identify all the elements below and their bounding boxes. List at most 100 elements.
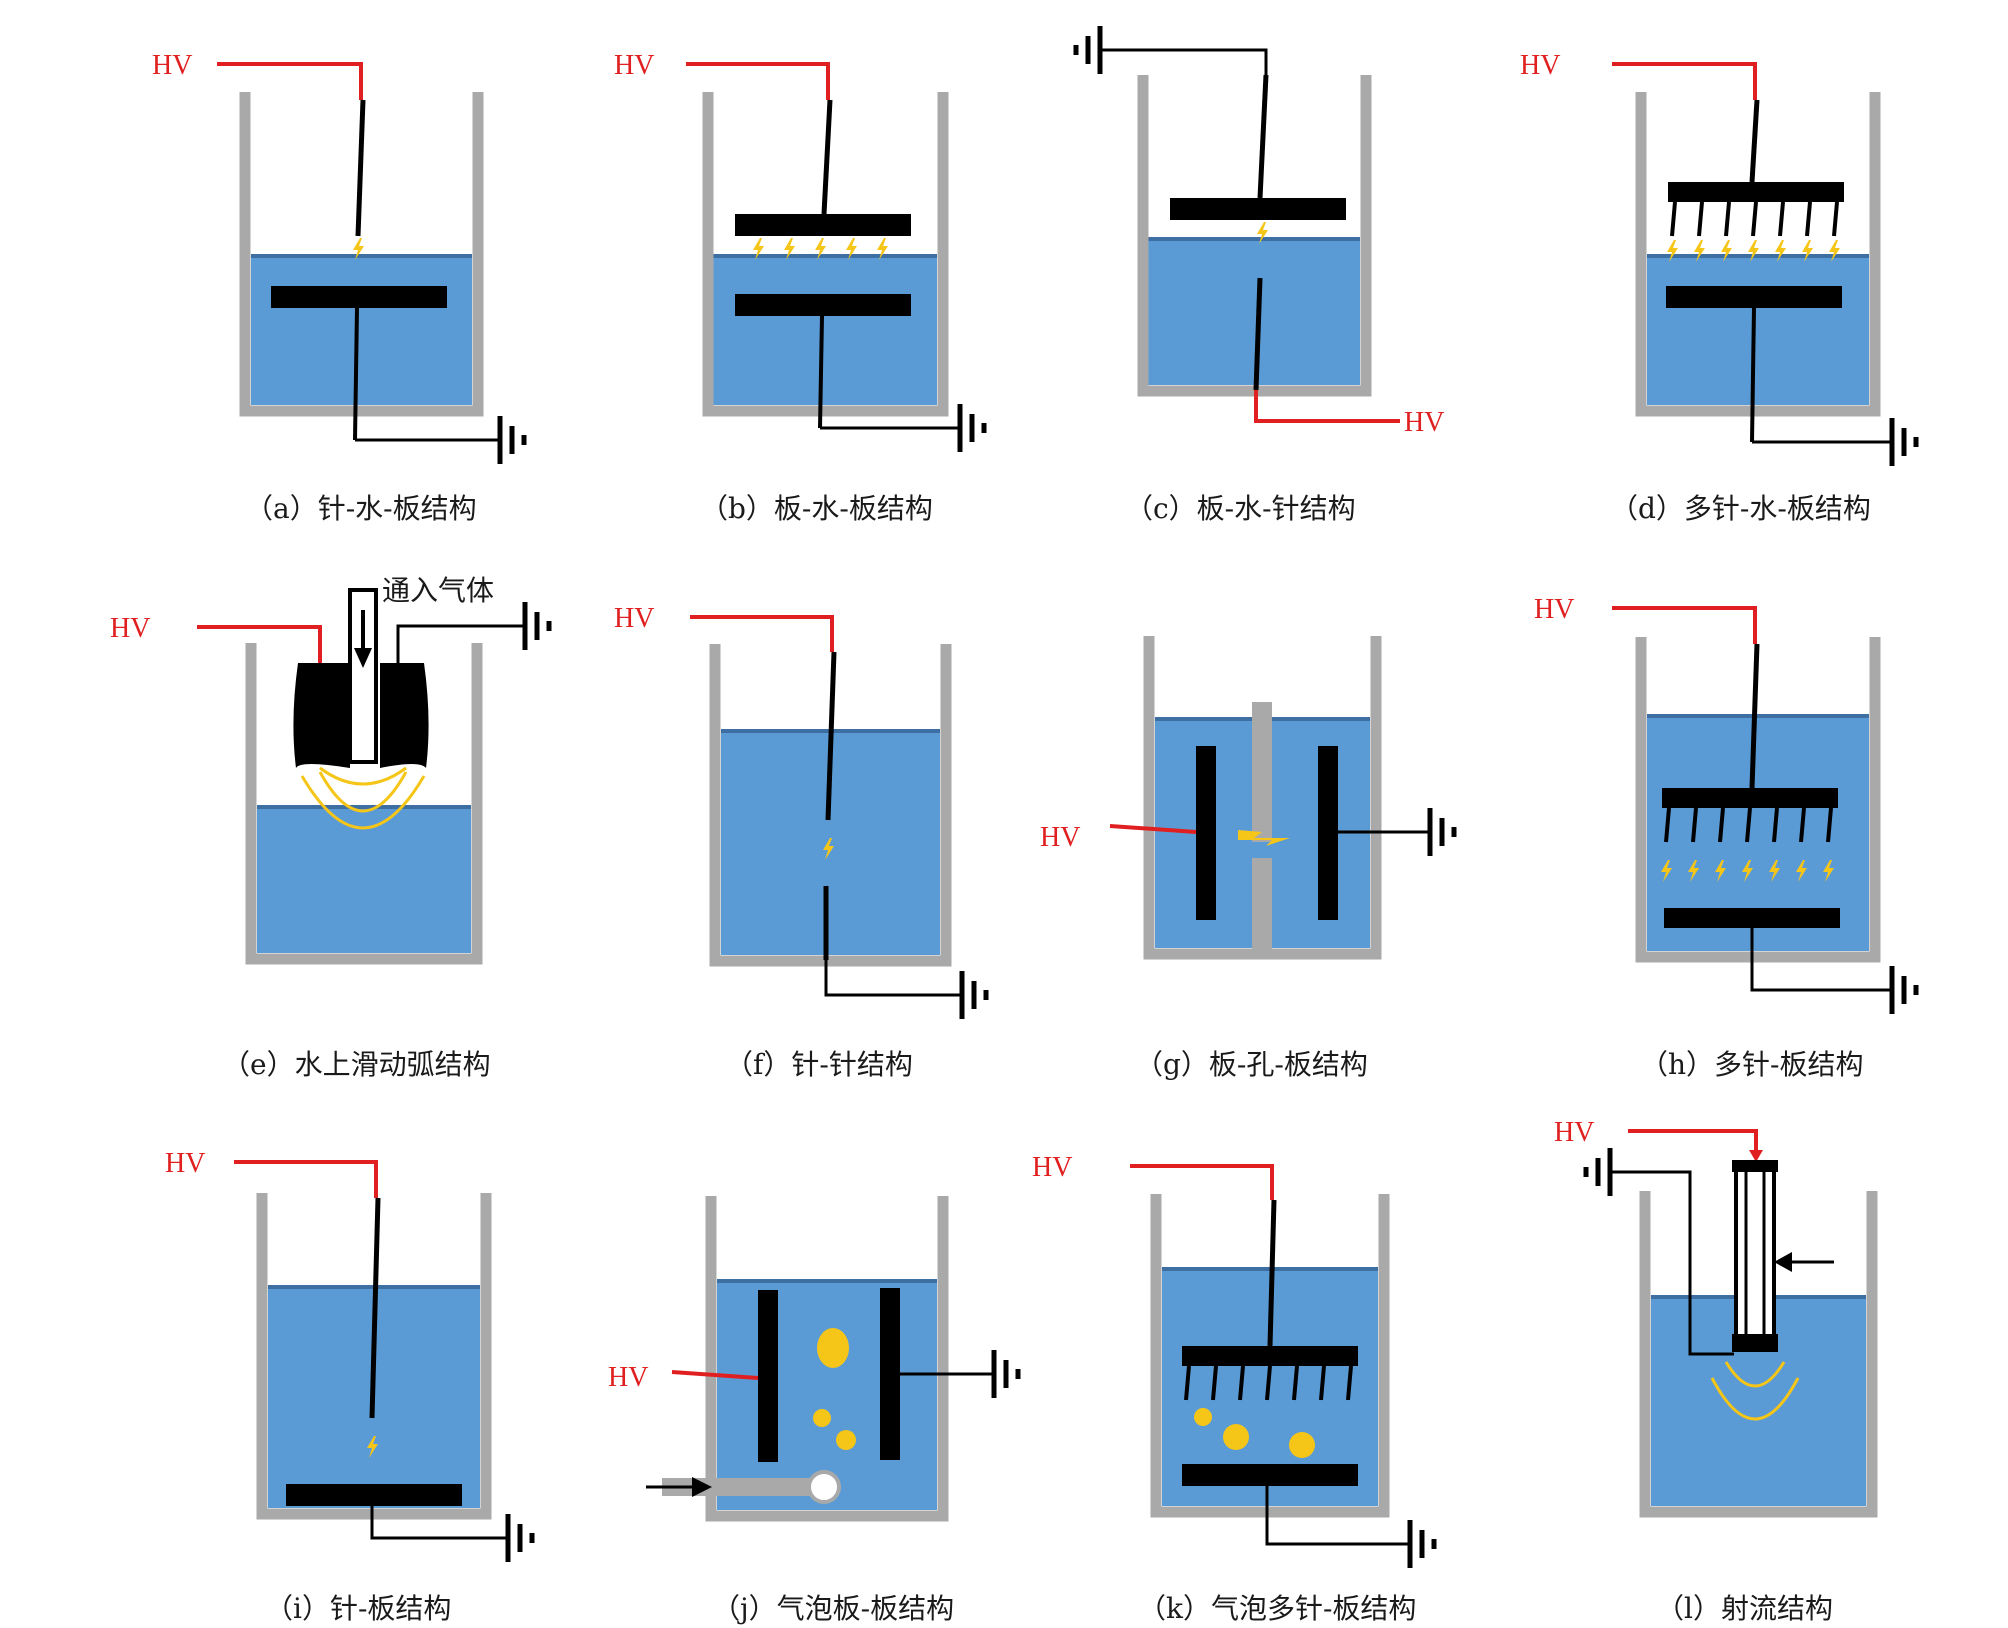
hv-wire xyxy=(671,1370,759,1380)
hv-label: HV xyxy=(614,50,654,81)
hv-label: HV xyxy=(1032,1152,1072,1183)
container xyxy=(239,92,484,417)
bubble xyxy=(836,1430,856,1450)
hv-label: HV xyxy=(152,50,192,81)
hv-wire xyxy=(1254,390,1400,423)
electrode-rod xyxy=(1749,99,1760,183)
panel-b: HV （b）板-水-板结构 xyxy=(614,50,984,525)
hv-wire xyxy=(1612,62,1757,100)
hv-label: HV xyxy=(1554,1117,1594,1148)
hv-wire xyxy=(217,62,363,100)
electrode-rod xyxy=(1267,1199,1277,1347)
hv-arrow-head xyxy=(1749,1150,1763,1162)
gas-label: 通入气体 xyxy=(382,574,494,607)
hv-wire xyxy=(690,615,834,652)
needle-array xyxy=(1664,807,1833,843)
bubble xyxy=(1289,1432,1315,1458)
bubble xyxy=(1194,1408,1212,1426)
hv-label: HV xyxy=(165,1148,205,1179)
plate-electrode xyxy=(271,286,447,308)
container xyxy=(256,1193,492,1520)
ground-wire xyxy=(1265,1510,1410,1546)
container xyxy=(1150,1194,1390,1518)
ground-wire xyxy=(1610,1170,1734,1356)
hv-wire xyxy=(686,62,830,100)
ground-wire xyxy=(353,307,359,441)
panel-a: HV （a）针-水-板结构 xyxy=(152,50,524,525)
caption-i: （i）针-板结构 xyxy=(265,1592,451,1625)
plate-electrode-left xyxy=(758,1290,778,1462)
hv-label: HV xyxy=(110,613,150,644)
ground-wire xyxy=(396,624,525,663)
ground-icon xyxy=(1076,26,1100,74)
ground-wire xyxy=(1750,928,1892,992)
needle-electrode xyxy=(369,1197,381,1419)
hv-label: HV xyxy=(1404,407,1444,438)
ground-wire xyxy=(818,315,824,429)
water xyxy=(257,806,471,953)
jet-tube xyxy=(1734,1160,1776,1348)
needle-electrode xyxy=(1253,277,1263,391)
hv-label: HV xyxy=(608,1362,648,1393)
water xyxy=(1647,255,1869,405)
plate-electrode xyxy=(1664,908,1840,928)
electrode-right xyxy=(380,663,429,768)
jet-plasma xyxy=(1710,1361,1800,1421)
spark-icon xyxy=(1238,830,1290,846)
caption-k: （k）气泡多针-板结构 xyxy=(1138,1592,1416,1625)
gas-arrow-head xyxy=(354,648,372,668)
electrode-rod xyxy=(1749,643,1760,789)
ground-wire xyxy=(1100,48,1268,75)
panel-i: HV （i）针-板结构 xyxy=(165,1148,532,1625)
panel-h: HV （h）多针-板结构 xyxy=(1534,594,1916,1081)
multi-needle-bar xyxy=(1668,182,1844,202)
hv-label: HV xyxy=(1520,50,1560,81)
needle-electrode-top xyxy=(825,651,837,821)
ground-icon xyxy=(1892,418,1916,466)
hv-label: HV xyxy=(614,603,654,634)
plate-electrode-right xyxy=(1318,746,1338,920)
plate-electrode-top xyxy=(735,214,911,236)
caption-d: （d）多针-水-板结构 xyxy=(1610,492,1871,525)
plate-electrode-bottom xyxy=(735,294,911,316)
bubble xyxy=(817,1328,849,1368)
electrode-rod xyxy=(821,99,833,215)
caption-l: （l）射流结构 xyxy=(1656,1592,1833,1625)
panel-g: HV （g）板-孔-板结构 xyxy=(1040,636,1454,1081)
ground-icon xyxy=(960,404,984,452)
ground-icon xyxy=(1892,966,1916,1014)
container xyxy=(1635,92,1881,417)
hv-wire xyxy=(1130,1164,1274,1200)
water xyxy=(1148,238,1360,385)
hv-label: HV xyxy=(1040,822,1080,853)
container xyxy=(1635,637,1881,963)
plate-electrode xyxy=(1170,198,1346,220)
panel-e: HV 通入气体 （e）水上滑动弧结构 xyxy=(110,574,549,1081)
panel-c: HV （c）板-水-针结构 xyxy=(1076,26,1444,525)
electrode-rod xyxy=(1257,74,1269,199)
ground-icon xyxy=(1410,1520,1434,1568)
hv-wire xyxy=(197,625,322,663)
panel-f: HV （f）针-针结构 xyxy=(614,603,986,1081)
container xyxy=(709,644,952,967)
ground-icon xyxy=(500,416,524,464)
jet-nozzle xyxy=(1732,1334,1778,1352)
gas-arrow-head xyxy=(1774,1252,1792,1272)
plate-electrode xyxy=(286,1484,462,1506)
needle-electrode xyxy=(355,99,366,237)
container xyxy=(705,1196,949,1522)
hv-wire xyxy=(1628,1129,1758,1156)
gas-arrow-head xyxy=(692,1477,712,1497)
water xyxy=(713,255,937,405)
hv-wire xyxy=(1109,824,1197,834)
hv-wire xyxy=(234,1160,378,1198)
ground-icon xyxy=(962,971,986,1019)
needle-array xyxy=(1184,1365,1353,1401)
plate-electrode-right xyxy=(880,1288,900,1460)
panel-j: HV （j）气泡板-板结构 xyxy=(608,1196,1018,1625)
arc-plasma xyxy=(300,766,426,830)
container xyxy=(702,92,949,417)
hv-wire xyxy=(1612,606,1757,644)
partition-wall-bottom xyxy=(1252,858,1272,954)
